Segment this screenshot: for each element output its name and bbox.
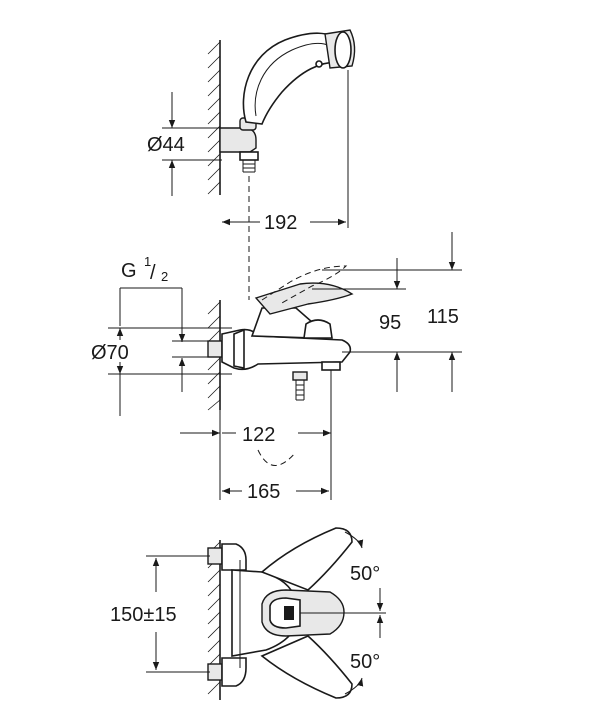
mixer-side-view: G 1 / 2 Ø70 95 115 122 (91, 232, 462, 503)
spout-outlet (321, 361, 341, 371)
thread-numerator-label: 1 (144, 254, 151, 269)
lever-height-outer-label: 115 (427, 306, 459, 328)
centers-label: 150±15 (110, 604, 177, 626)
wall-hatch (207, 41, 221, 195)
flange-top (221, 543, 247, 571)
mixer-lever (254, 282, 354, 315)
hose-thread (242, 160, 256, 173)
handle-highlight (254, 42, 331, 117)
body-diameter-label: Ø70 (91, 342, 129, 364)
spray-face (334, 31, 352, 69)
handshower-diameter-label: Ø44 (147, 134, 185, 156)
handshower-reach-label: 192 (264, 212, 297, 234)
angle-lower-label: 50° (350, 651, 380, 673)
mixer-front-view: 150±15 50° 50° (110, 527, 386, 700)
total-projection-label: 165 (247, 481, 280, 503)
inlet-connector-bottom (207, 663, 223, 681)
lever-lower-position (260, 635, 353, 699)
hose-nut (239, 151, 259, 161)
spray-button (315, 60, 323, 68)
wall-flange (233, 328, 245, 369)
diverter-knob (303, 319, 333, 339)
thread-prefix-label: G (121, 260, 137, 282)
thread-denominator-label: 2 (161, 269, 168, 284)
mixer-body (221, 328, 352, 371)
shower-outlet-thread (295, 380, 305, 401)
flange-bottom (221, 657, 247, 687)
lever-mark (284, 606, 294, 620)
shower-outlet-nut (292, 371, 308, 381)
lever-height-inner-label: 95 (379, 312, 401, 334)
angle-arc-lower (344, 677, 364, 695)
lever-upper-position (260, 527, 353, 591)
handshower-view: Ø44 192 (147, 29, 356, 234)
inlet-connector-top (207, 547, 223, 565)
lever-raised-outline (261, 265, 348, 305)
angle-arc-upper (344, 531, 364, 549)
spout-projection-label: 122 (242, 424, 275, 446)
inlet-connector (207, 340, 223, 358)
swing-arc (257, 449, 297, 466)
thread-slash: / (150, 262, 156, 284)
angle-upper-label: 50° (350, 563, 380, 585)
wall-holder (219, 127, 257, 153)
